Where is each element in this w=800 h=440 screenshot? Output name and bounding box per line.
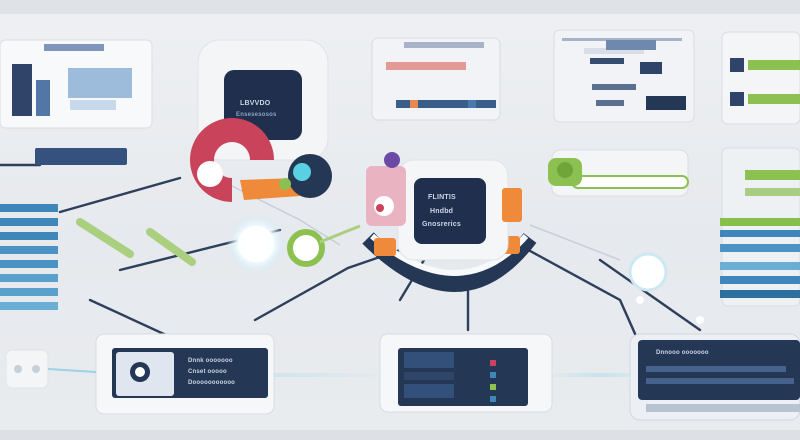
- bottom-shelf: [0, 430, 800, 440]
- bottom-center-card-frame: [379, 333, 553, 413]
- right-bar-stack: [720, 147, 800, 307]
- center-hub: [362, 152, 537, 292]
- gauge-icon: [190, 118, 332, 202]
- center-card-line2: Gnosrerics: [422, 221, 461, 228]
- bottom-right-card-frame: [629, 333, 800, 421]
- glow-line-right: [540, 373, 660, 377]
- top-left-panel: [0, 39, 153, 165]
- left-bar-stack: [0, 204, 58, 310]
- far-right-top-panel: [721, 31, 800, 125]
- bottom-left-card-frame: [95, 333, 275, 415]
- connector-lines: [0, 163, 702, 348]
- chip-card-line1: LBVVDO: [240, 100, 271, 107]
- bottom-left-card-line2: Cnset ooooo: [188, 369, 227, 375]
- top-center-panel: [371, 37, 501, 121]
- center-card-title: FLINTIS: [428, 194, 456, 201]
- chip-card-line2: Ensesesosos: [236, 112, 277, 118]
- center-card-line1: Hndbd: [430, 208, 454, 215]
- center-chip-icon: [414, 178, 486, 244]
- top-right-panel: [553, 29, 695, 123]
- glow-orb-right: [628, 252, 668, 292]
- bottom-left-card-line1: Dnnk ooooooo: [188, 358, 233, 364]
- bottom-right-card-title: Dnnooo ooooooo: [656, 350, 709, 356]
- top-shelf: [0, 0, 800, 14]
- settings-icon: [5, 349, 97, 389]
- donut-chart-icon: [287, 224, 361, 267]
- toggle-icon: [548, 149, 689, 197]
- bottom-left-card-line3: Dooooooooooo: [188, 380, 236, 386]
- green-dashes: [76, 218, 196, 266]
